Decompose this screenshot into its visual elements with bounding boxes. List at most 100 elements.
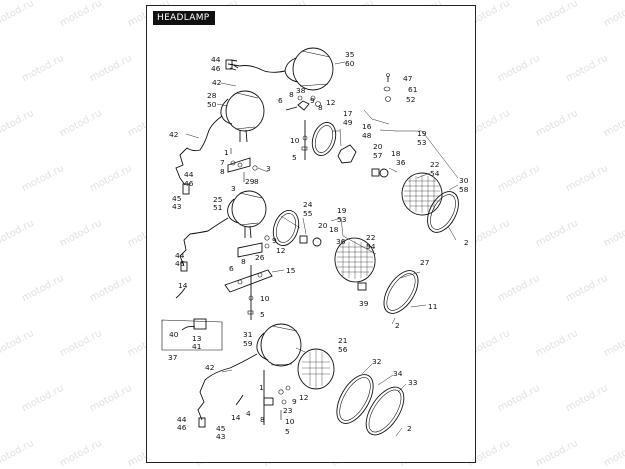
callout-label: 53 [417, 138, 427, 147]
callout-label: 19 [417, 129, 427, 138]
callout-label: 31 [243, 330, 253, 339]
callout-label: 4 [246, 409, 251, 418]
callout-label: 23 [283, 406, 293, 415]
retaining-bracket-16 [337, 144, 357, 164]
callout-label: 9 [272, 236, 277, 245]
callout-label: 35 [345, 50, 355, 59]
callout-label: 3 [231, 184, 236, 193]
callout-label: 18 [391, 149, 401, 158]
trim-ring-33 [365, 386, 405, 436]
callout-label: 10 [290, 136, 300, 145]
callout-label: 41 [192, 342, 202, 351]
callout-label: 14 [231, 413, 241, 422]
callout-label: 25 [213, 195, 223, 204]
callout-label: 28 [207, 91, 217, 100]
headlamp-housing-top [239, 47, 334, 91]
headlamp-housing-28 [220, 90, 265, 143]
callout-label: 44 [211, 55, 221, 64]
wire-harness-left-upper [175, 115, 223, 195]
callout-label: 14 [178, 281, 188, 290]
callout-label: 55 [303, 209, 313, 218]
callout-label: 42 [205, 363, 214, 372]
callout-label: 12 [276, 246, 285, 255]
callout-label: 2 [464, 238, 469, 247]
callout-label: 29 [245, 177, 255, 186]
callout-label: 50 [207, 100, 217, 109]
callout-label: 22 [366, 233, 375, 242]
callout-label: 18 [329, 225, 339, 234]
callout-label: 27 [420, 258, 430, 267]
callout-label: 38 [296, 86, 306, 95]
callout-label: 42 [169, 130, 178, 139]
callout-label: 20 [318, 221, 328, 230]
callout-label: 1 [259, 383, 264, 392]
callout-labels: 35 60 44 46 42 47 61 52 28 50 6 8 38 9 8… [168, 50, 469, 441]
callout-label: 6 [278, 96, 283, 105]
callout-label: 51 [213, 203, 223, 212]
callout-label: 8 [241, 257, 246, 266]
callout-label: 15 [286, 266, 296, 275]
callout-label: 8 [220, 167, 225, 176]
callout-label: 2 [407, 424, 412, 433]
callout-label: 44 [184, 170, 194, 179]
callout-label: 32 [372, 357, 381, 366]
callout-label: 3 [266, 164, 271, 173]
callout-label: 24 [303, 200, 313, 209]
callout-label: 11 [428, 302, 438, 311]
callout-label: 56 [338, 345, 348, 354]
callout-label: 7 [220, 158, 225, 167]
headlamp-shell-21 [297, 348, 335, 390]
trim-ring-24 [272, 210, 300, 246]
callout-label: 54 [366, 242, 376, 251]
callout-label: 22 [430, 160, 439, 169]
callout-label: 48 [362, 131, 372, 140]
diagram-title: HEADLAMP [153, 11, 215, 25]
callout-label: 19 [337, 206, 347, 215]
callout-label: 39 [359, 299, 369, 308]
callout-label: 1 [224, 148, 229, 157]
callout-label: 60 [345, 59, 355, 68]
screws-center-middle [247, 265, 254, 320]
callout-label: 40 [169, 330, 179, 339]
callout-label: 47 [403, 74, 413, 83]
callout-label: 10 [260, 294, 270, 303]
callout-label: 42 [212, 78, 221, 87]
callout-label: 49 [343, 118, 353, 127]
callout-label: 34 [393, 369, 403, 378]
callout-label: 9 [310, 96, 315, 105]
hardware-left-mid [227, 157, 258, 182]
headlamp-housing-25 [227, 190, 267, 239]
trim-ring-32 [336, 374, 374, 424]
callout-label: 59 [243, 339, 253, 348]
callout-label: 33 [408, 378, 418, 387]
wire-harness-left-middle [179, 217, 229, 272]
mount-bracket-top [285, 95, 321, 111]
callout-label: 53 [337, 215, 347, 224]
callout-label: 10 [285, 417, 295, 426]
diagram-frame [146, 5, 476, 463]
screws-center-top [230, 120, 308, 160]
callout-label: 17 [343, 109, 353, 118]
cable-14 [175, 287, 186, 299]
callout-label: 46 [177, 423, 187, 432]
callout-label: 26 [255, 253, 265, 262]
callout-label: 46 [184, 179, 194, 188]
wire-harness-top [225, 59, 241, 71]
callout-label: 6 [229, 264, 234, 273]
callout-label: 45 [172, 194, 182, 203]
callout-label: 61 [408, 85, 418, 94]
wire-harness-left-lower [197, 353, 258, 428]
callout-label: 8 [254, 177, 259, 186]
trim-ring-17 [311, 122, 337, 156]
callout-label: 36 [336, 237, 346, 246]
mounting-plate-15 [224, 235, 273, 293]
trim-ring-27 [383, 270, 419, 314]
callout-label: 46 [211, 64, 221, 73]
callout-label: 45 [216, 424, 226, 433]
callout-label: 8 [289, 90, 294, 99]
leader-lines [185, 61, 459, 437]
callout-label: 54 [430, 169, 440, 178]
callout-label: 5 [292, 153, 297, 162]
callout-label: 52 [406, 95, 415, 104]
